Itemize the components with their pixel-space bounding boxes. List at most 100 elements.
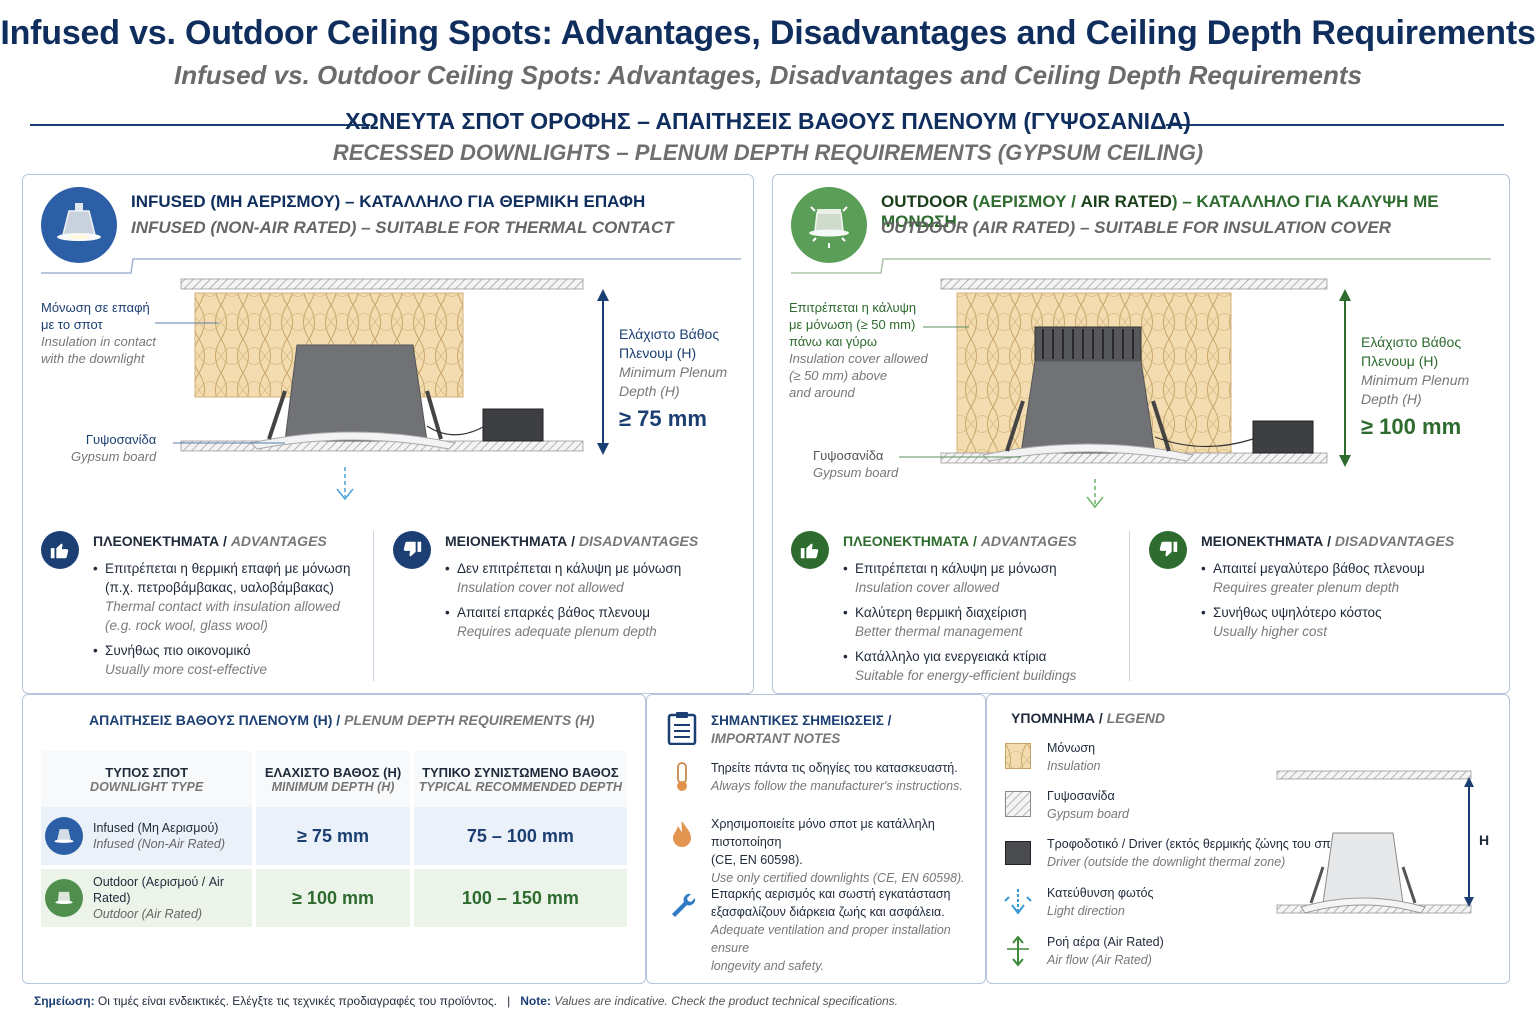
infused-title: INFUSED (ΜΗ ΑΕΡΙΣΜΟΥ) – ΚΑΤΑΛΛΗΛΟ ΓΙΑ ΘΕ…	[131, 192, 646, 211]
requirements-panel: ΑΠΑΙΤΗΣΕΙΣ ΒΑΘΟΥΣ ΠΛΕΝΟΥΜ (H) / PLENUM D…	[22, 694, 646, 984]
notes-panel: ΣΗΜΑΝΤΙΚΕΣ ΣΗΜΕΙΩΣΕΙΣ / IMPORTANT NOTES …	[646, 694, 986, 984]
column-divider	[373, 531, 374, 681]
infused-advantages-heading: ΠΛΕΟΝΕΚΤΗΜΑΤΑ / ADVANTAGES	[93, 533, 327, 549]
outdoor-subtitle: OUTDOOR (AIR RATED) – SUITABLE FOR INSUL…	[881, 218, 1391, 237]
thumbs-up-icon	[41, 531, 79, 569]
column-divider	[1129, 531, 1130, 681]
outdoor-downlight-icon	[791, 187, 867, 263]
light-direction-icon	[1004, 889, 1032, 915]
outdoor-depth-label: Ελάχιστο Βάθος Πλενουμ (H) Minimum Plenu…	[1361, 334, 1470, 439]
outdoor-downlight-icon	[45, 879, 83, 917]
note-item: Χρησιμοποιείτε μόνο σποτ με κατάλληλη πι…	[711, 817, 965, 885]
section-title: ΧΩΝΕΥΤΑ ΣΠΟΤ ΟΡΟΦΗΣ – ΑΠΑΙΤΗΣΕΙΣ ΒΑΘΟΥΣ …	[345, 108, 1191, 134]
outdoor-downlight-body	[1020, 360, 1156, 454]
thermometer-icon	[677, 762, 687, 791]
table-row: Infused (Μη Αερισμού)Infused (Non-Air Ra…	[41, 807, 632, 865]
air-flow-icon	[1007, 935, 1029, 967]
infused-insulation-label: Μόνωση σε επαφή με το σποτ Insulation in…	[41, 300, 156, 366]
note-item: Τηρείτε πάντα τις οδηγίες του κατασκευασ…	[711, 761, 963, 793]
outdoor-gypsum-label: Γυψοσανίδα Gypsum board	[813, 448, 899, 480]
driver-swatch	[1005, 841, 1031, 865]
thumbs-down-icon	[393, 531, 431, 569]
table-cell: 75 – 100 mm	[411, 807, 632, 865]
list-item: Κατάλληλο για ενεργειακά κτίριαSuitable …	[843, 647, 1143, 685]
infused-spring-left	[267, 390, 287, 440]
note-item: Επαρκής αερισμός και σωστή εγκατάσταση ε…	[711, 887, 951, 973]
table-cell: Outdoor (Αερισμού / Air Rated)Outdoor (A…	[41, 869, 257, 927]
footer-note: Σημείωση: Οι τιμές είναι ενδεικτικές. Ελ…	[34, 994, 899, 1008]
infused-panel: INFUSED (ΜΗ ΑΕΡΙΣΜΟΥ) – ΚΑΤΑΛΛΗΛΟ ΓΙΑ ΘΕ…	[22, 174, 754, 694]
infused-downlight-icon	[41, 187, 117, 263]
infused-downlight-body	[284, 344, 428, 442]
infused-ceiling-diagram	[155, 278, 609, 501]
table-cell: ≥ 100 mm	[254, 869, 414, 927]
page-title: Infused vs. Outdoor Ceiling Spots: Advan…	[0, 14, 1536, 52]
infused-driver	[482, 408, 544, 442]
outdoor-driver	[1252, 420, 1314, 454]
table-row: Outdoor (Αερισμού / Air Rated)Outdoor (A…	[41, 869, 632, 927]
table-header: ΕΛΑΧΙΣΤΟ ΒΑΘΟΣ (H)MINIMUM DEPTH (H)	[254, 751, 414, 807]
section-divider-right	[1166, 124, 1504, 126]
outdoor-title: OUTDOOR (ΑΕΡΙΣΜΟΥ / AIR RATED) – ΚΑΤΑΛΛΗ…	[881, 192, 1439, 231]
table-cell: Infused (Μη Αερισμού)Infused (Non-Air Ra…	[41, 807, 257, 865]
legend-item: Τροφοδοτικό / Driver (εκτός θερμικής ζών…	[1047, 837, 1347, 869]
h-label: H	[1479, 832, 1489, 848]
legend-item: Ροή αέρα (Air Rated)Air flow (Air Rated)	[1047, 935, 1164, 967]
infused-subtitle: INFUSED (NON-AIR RATED) – SUITABLE FOR T…	[131, 218, 674, 237]
infused-spring-right	[425, 390, 443, 440]
table-cell: ≥ 75 mm	[254, 807, 414, 865]
outdoor-disadvantages-heading: ΜΕΙΟΝΕΚΤΗΜΑΤΑ / DISADVANTAGES	[1201, 533, 1455, 549]
wrench-icon	[672, 893, 696, 917]
outdoor-top-slab	[940, 278, 1328, 290]
thumbs-down-icon	[1149, 531, 1187, 569]
section-subtitle: RECESSED DOWNLIGHTS – PLENUM DEPTH REQUI…	[332, 140, 1204, 165]
insulation-swatch	[1005, 743, 1031, 769]
thumbs-up-icon	[791, 531, 829, 569]
outdoor-spring-right	[1151, 400, 1171, 452]
list-item: Επιτρέπεται η θερμική επαφή με μόνωση (π…	[93, 559, 373, 635]
list-item: Επιτρέπεται η κάλυψη με μόνωσηInsulation…	[843, 559, 1143, 597]
outdoor-advantages-list: Επιτρέπεται η κάλυψη με μόνωσηInsulation…	[843, 559, 1143, 691]
infused-downlight-icon	[45, 817, 83, 855]
infused-top-slab	[180, 278, 584, 290]
outdoor-insulation-label: Επιτρέπεται η κάλυψη με μόνωση (≥ 50 mm)…	[789, 300, 928, 400]
outdoor-heatsink	[1034, 326, 1142, 362]
outdoor-downlight-trim	[981, 443, 1195, 462]
infused-gypsum-label: Γυψοσανίδα Gypsum board	[71, 432, 157, 464]
page-subtitle: Infused vs. Outdoor Ceiling Spots: Advan…	[173, 60, 1362, 90]
section-divider-left	[30, 124, 370, 126]
outdoor-ceiling-diagram	[899, 278, 1351, 509]
outdoor-advantages-heading: ΠΛΕΟΝΕΚΤΗΜΑΤΑ / ADVANTAGES	[843, 533, 1077, 549]
infused-downlight-trim	[249, 431, 457, 450]
list-item: Δεν επιτρέπεται η κάλυψη με μόνωσηInsula…	[445, 559, 735, 597]
infused-disadvantages-list: Δεν επιτρέπεται η κάλυψη με μόνωσηInsula…	[445, 559, 735, 647]
infused-advantages-list: Επιτρέπεται η θερμική επαφή με μόνωση (π…	[93, 559, 373, 685]
outdoor-disadvantages-list: Απαιτεί μεγαλύτερο βάθος πλενουμRequires…	[1201, 559, 1491, 647]
list-item: Απαιτεί μεγαλύτερο βάθος πλενουμRequires…	[1201, 559, 1491, 597]
clipboard-icon	[667, 712, 697, 745]
infused-header-underline	[41, 258, 741, 274]
table-cell: 100 – 150 mm	[411, 869, 632, 927]
outdoor-spring-left	[1005, 400, 1025, 452]
requirements-title: ΑΠΑΙΤΗΣΕΙΣ ΒΑΘΟΥΣ ΠΛΕΝΟΥΜ (H) / PLENUM D…	[89, 712, 595, 728]
outdoor-panel: OUTDOOR (ΑΕΡΙΣΜΟΥ / AIR RATED) – ΚΑΤΑΛΛΗ…	[772, 174, 1510, 694]
legend-depth-diagram: H	[1276, 770, 1489, 914]
infused-depth-label: Ελάχιστο Βάθος Πλενουμ (H) Minimum Plenu…	[619, 326, 728, 431]
flame-icon	[673, 821, 691, 847]
gypsum-swatch	[1005, 791, 1031, 817]
infused-disadvantages-heading: ΜΕΙΟΝΕΚΤΗΜΑΤΑ / DISADVANTAGES	[445, 533, 699, 549]
legend-title: ΥΠΟΜΝΗΜΑ / LEGEND	[1011, 710, 1166, 726]
outdoor-header-underline	[791, 258, 1491, 274]
notes-title: ΣΗΜΑΝΤΙΚΕΣ ΣΗΜΕΙΩΣΕΙΣ / IMPORTANT NOTES	[711, 713, 892, 746]
